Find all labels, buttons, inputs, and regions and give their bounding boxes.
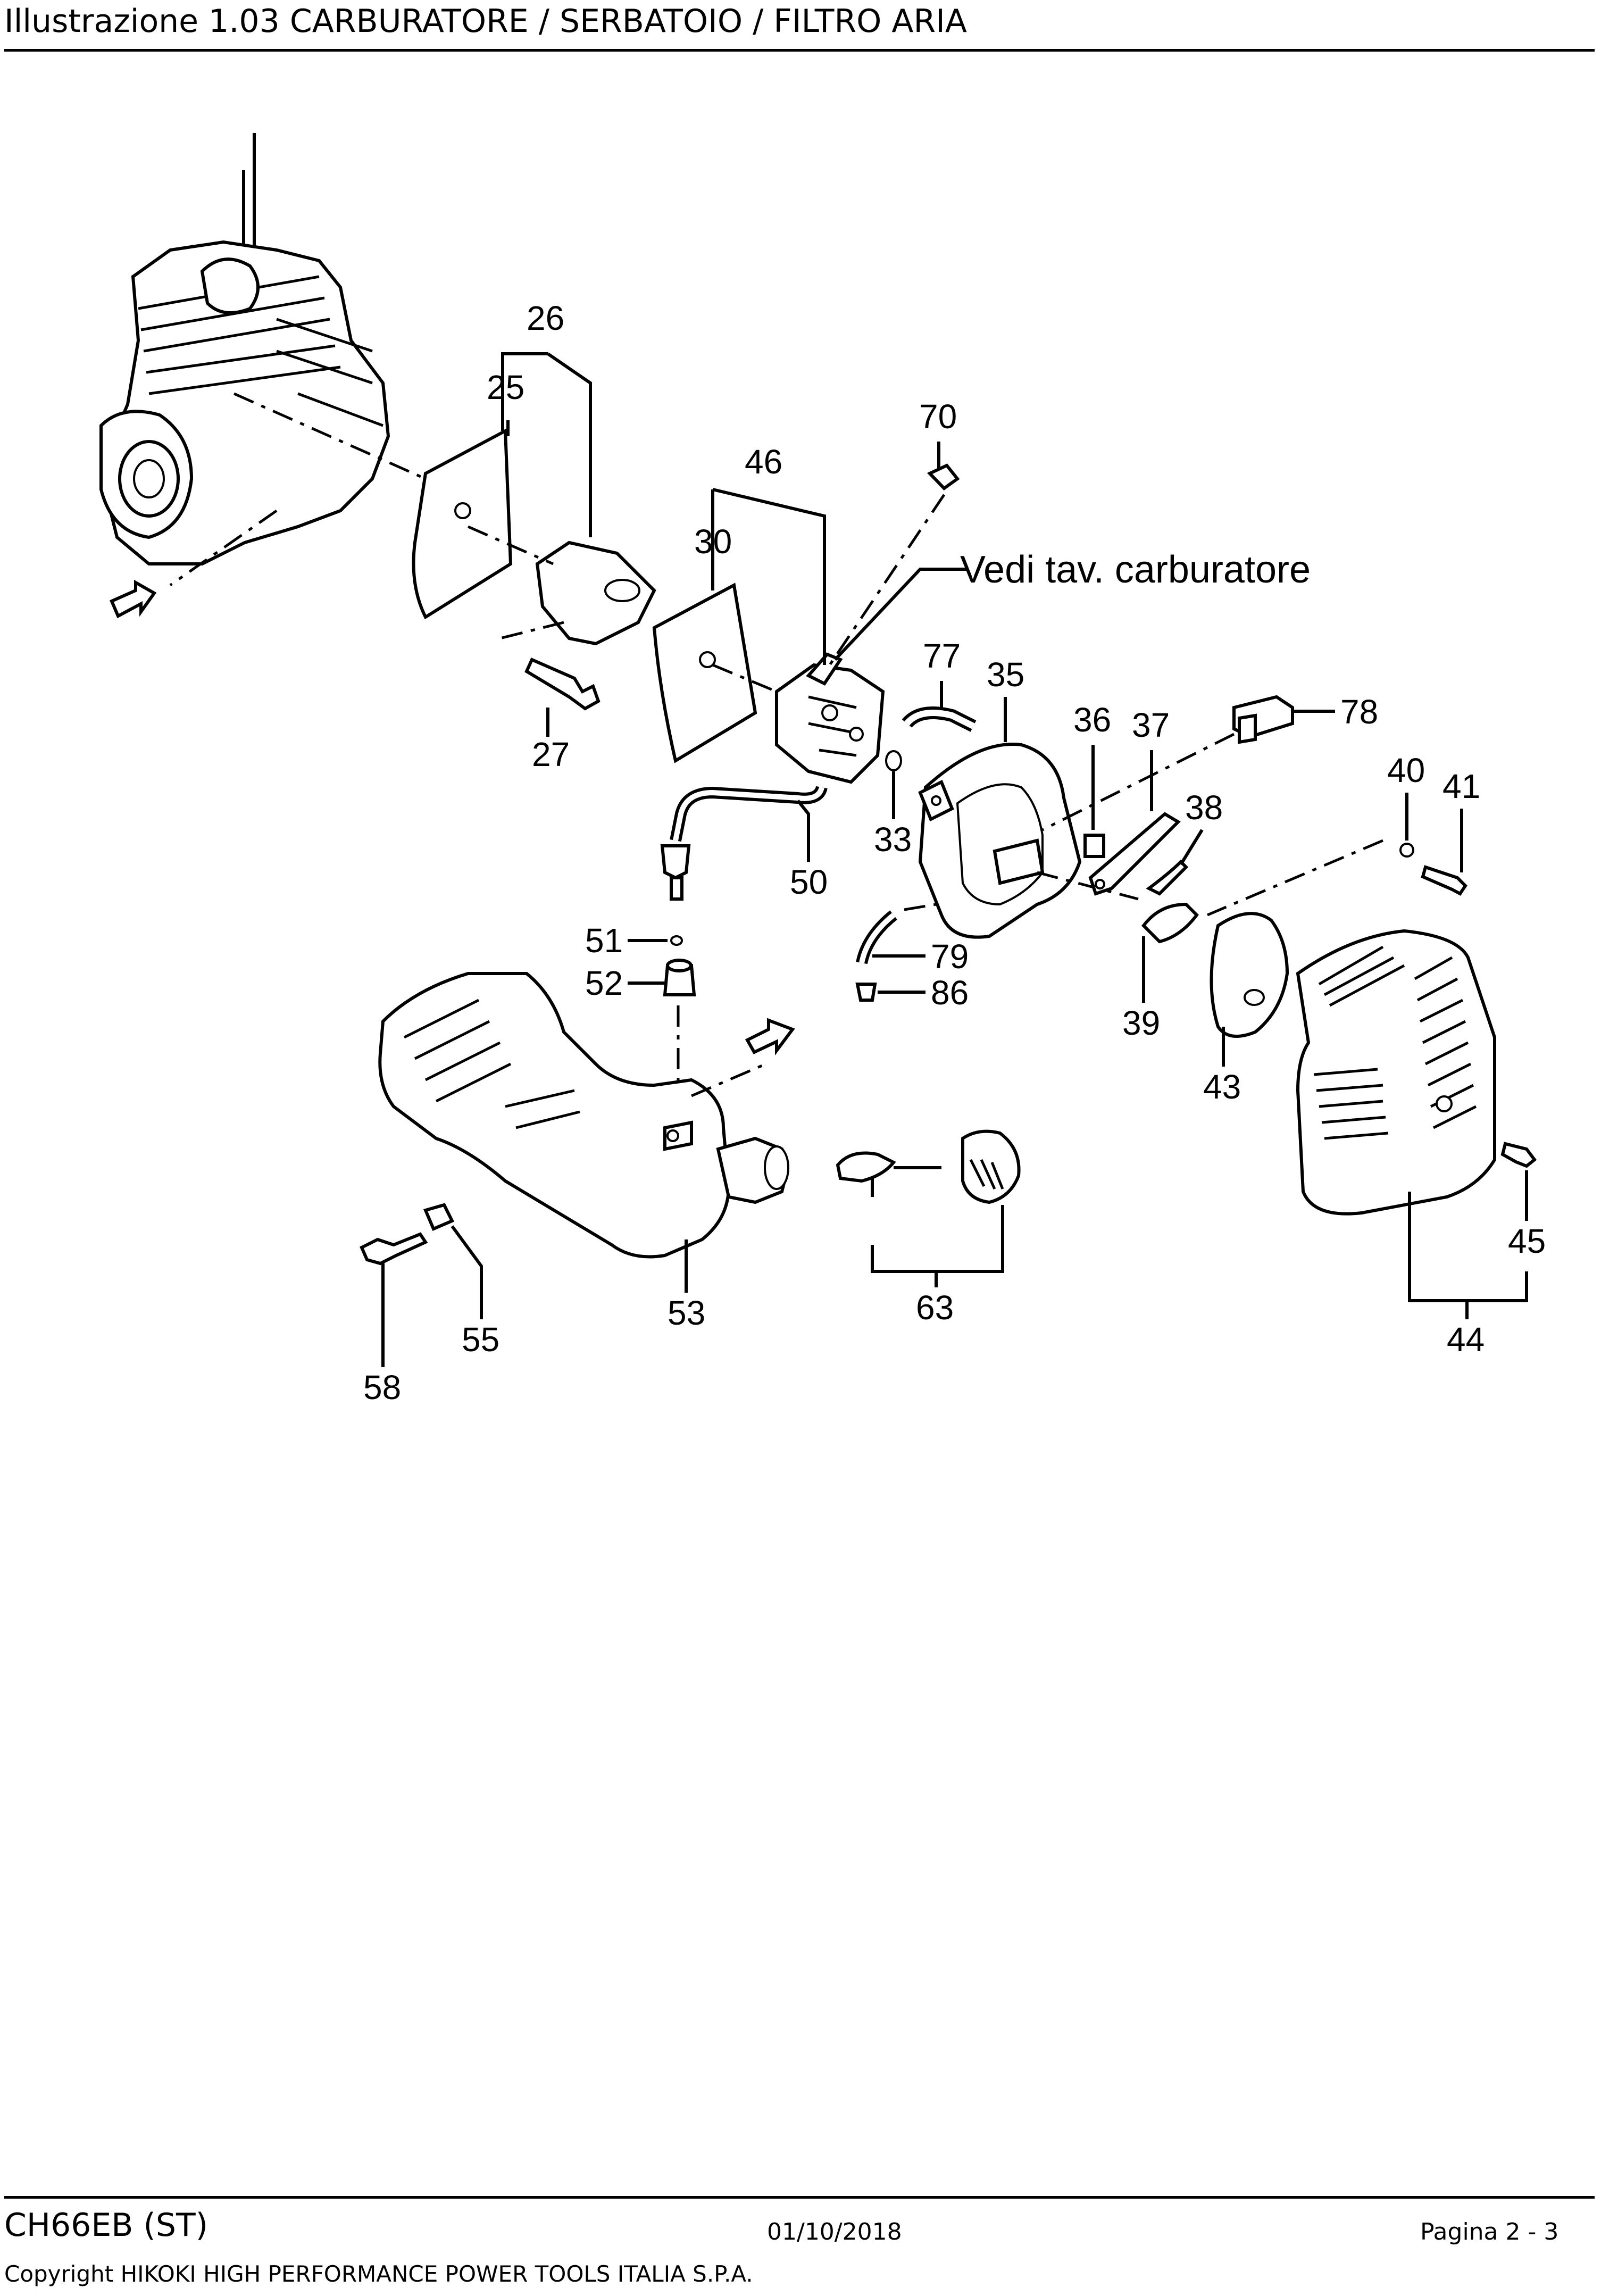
o-ring-33-drawing [885, 750, 902, 771]
callout-45: 45 [1508, 1222, 1546, 1260]
callout-25: 25 [487, 368, 524, 406]
callout-50: 50 [790, 863, 828, 901]
callout-36: 36 [1073, 701, 1111, 739]
gasket-insulator-drawing [412, 428, 656, 646]
part-79-drawing [855, 983, 877, 1002]
lever-37-drawing [1088, 812, 1181, 896]
callout-33: 33 [874, 820, 912, 859]
footer-page-number: Pagina 2 - 3 [1420, 2218, 1559, 2245]
air-filter-cover-44-drawing [1296, 929, 1496, 1216]
callout-39: 39 [1122, 1004, 1160, 1042]
callout-labels: 26 25 27 46 30 70 Vedi tav. carburatore … [363, 299, 1546, 1407]
callout-63: 63 [916, 1288, 954, 1327]
footer-divider [4, 2196, 1595, 2199]
callout-43: 43 [1203, 1068, 1241, 1106]
screw-45-drawing [1500, 1142, 1537, 1168]
fuel-filter-drawing [663, 935, 696, 1107]
footer-model: CH66EB (ST) [4, 2207, 209, 2244]
bolt-58-drawing [360, 1232, 428, 1266]
see-carburetor-note: Vedi tav. carburatore [960, 548, 1311, 591]
engine-block-drawing [99, 133, 427, 587]
callout-44: 44 [1447, 1320, 1485, 1359]
callout-51: 51 [585, 921, 623, 960]
callout-27: 27 [532, 735, 570, 773]
callout-61: 70 [919, 397, 957, 436]
callout-79: 86 [931, 974, 969, 1012]
callout-40: 40 [1387, 751, 1425, 789]
callout-35: 35 [987, 655, 1024, 694]
callout-38: 38 [1185, 788, 1223, 827]
callout-46: 46 [745, 443, 782, 481]
callout-58: 58 [363, 1368, 401, 1407]
callout-30: 30 [694, 522, 732, 561]
callout-37: 37 [1132, 706, 1170, 744]
direction-arrow-icon-2 [745, 1018, 795, 1055]
callout-55: 55 [462, 1320, 499, 1359]
washer-40-drawing [1399, 843, 1414, 858]
screw-41-drawing [1421, 865, 1467, 896]
callout-26: 26 [527, 299, 564, 337]
bolt-27-drawing [524, 658, 601, 711]
callout-41: 41 [1442, 767, 1480, 805]
fuel-cap-63-drawing [961, 1129, 1021, 1204]
sleeve-36-drawing [1083, 834, 1105, 858]
strap-86-drawing [836, 1151, 896, 1183]
leader-lines [381, 352, 1528, 1367]
callout-77: 77 [923, 637, 961, 675]
callout-70: 78 [1340, 693, 1378, 731]
footer-copyright: Copyright HIKOKI HIGH PERFORMANCE POWER … [4, 2261, 753, 2287]
page-title: Illustrazione 1.03 CARBURATORE / SERBATO… [4, 3, 967, 40]
fuel-tank-53-drawing [378, 972, 789, 1259]
fuel-line-drawing [660, 785, 828, 901]
footer-date: 01/10/2018 [767, 2218, 902, 2245]
carburetor-drawing [775, 463, 968, 784]
callout-78b: 79 [931, 937, 969, 976]
part-38-drawing [1146, 859, 1189, 896]
callout-53: 53 [668, 1294, 705, 1332]
air-filter-base-drawing [918, 743, 1139, 939]
grommet-55-drawing [423, 1203, 455, 1231]
choke-70-drawing [1041, 695, 1294, 831]
header-divider [4, 49, 1595, 52]
callout-52: 52 [585, 964, 623, 1002]
filter-element-43-drawing [1210, 912, 1289, 1038]
direction-arrow-icon [110, 579, 157, 619]
gasket-30-drawing [652, 583, 777, 763]
clip-39-drawing [1141, 902, 1199, 944]
